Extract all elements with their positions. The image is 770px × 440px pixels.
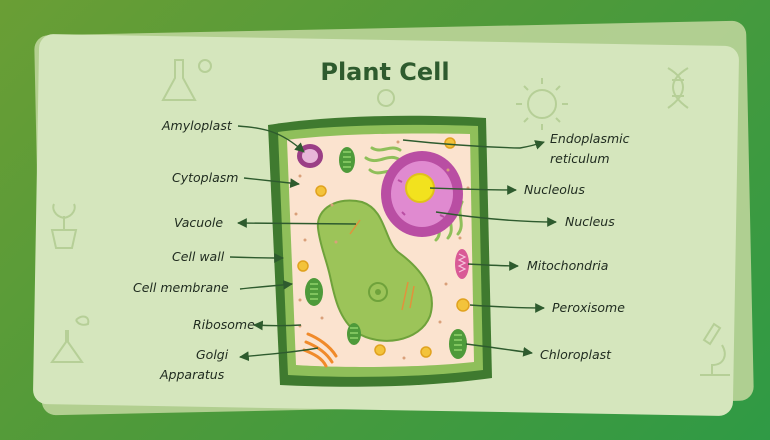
- vacuole: [316, 199, 433, 342]
- label-amyloplast: Amyloplast: [162, 118, 232, 133]
- er-arrow: [402, 139, 545, 150]
- cell-wall-arrow: [229, 253, 284, 263]
- label-cytoplasm: Cytoplasm: [172, 170, 239, 185]
- label-ribosome: Ribosome: [193, 317, 255, 332]
- label-nucleolus: Nucleolus: [524, 182, 585, 197]
- chloroplast: [339, 147, 355, 173]
- chloroplast-arrow: [465, 343, 533, 357]
- dna-icon: [667, 67, 689, 109]
- label-chloroplast: Chloroplast: [540, 347, 612, 362]
- lab-flask-icon: [50, 315, 90, 363]
- golgi-apparatus: [302, 332, 338, 368]
- chloroplast: [347, 323, 361, 345]
- label-nucleus: Nucleus: [565, 214, 615, 229]
- virus-icon: [516, 78, 568, 130]
- lab-flask-icon: [161, 59, 212, 101]
- mitochondria: [455, 249, 469, 279]
- label-cell-membrane: Cell membrane: [133, 280, 229, 295]
- cell-membrane-arrow: [239, 280, 293, 290]
- amyloplast-arrow: [237, 125, 305, 153]
- label-peroxisome: Peroxisome: [552, 300, 625, 315]
- chloroplast: [449, 329, 467, 359]
- leader-lines: [229, 125, 557, 362]
- label-cell-wall: Cell wall: [172, 249, 225, 264]
- nucleus-arrow: [435, 211, 557, 227]
- mitochondria-arrow: [467, 261, 519, 271]
- page-title: Plant Cell: [320, 58, 450, 86]
- label-er-line1: Endoplasmic: [550, 131, 630, 146]
- vacuole-arrow: [237, 218, 357, 228]
- nucleolus: [405, 173, 435, 203]
- virus-icon: [377, 89, 395, 107]
- label-mitochondria: Mitochondria: [527, 258, 609, 273]
- label-er-line2: reticulum: [550, 151, 610, 166]
- peroxisome-arrow: [469, 303, 545, 313]
- peroxisome: [297, 137, 470, 358]
- nucleolus-arrow: [429, 185, 517, 195]
- ribosome-arrow: [253, 320, 302, 331]
- label-golgi-line2: Apparatus: [160, 367, 225, 382]
- microscope-icon: [700, 322, 730, 376]
- ribosomes: [294, 140, 470, 360]
- chloroplast: [305, 278, 323, 306]
- label-vacuole: Vacuole: [174, 215, 224, 230]
- potted-plant-icon: [50, 203, 78, 249]
- label-golgi-line1: Golgi: [196, 347, 229, 362]
- cytoplasm-arrow: [243, 177, 300, 188]
- golgi-arrow: [239, 347, 319, 362]
- amyloplast: [297, 144, 323, 168]
